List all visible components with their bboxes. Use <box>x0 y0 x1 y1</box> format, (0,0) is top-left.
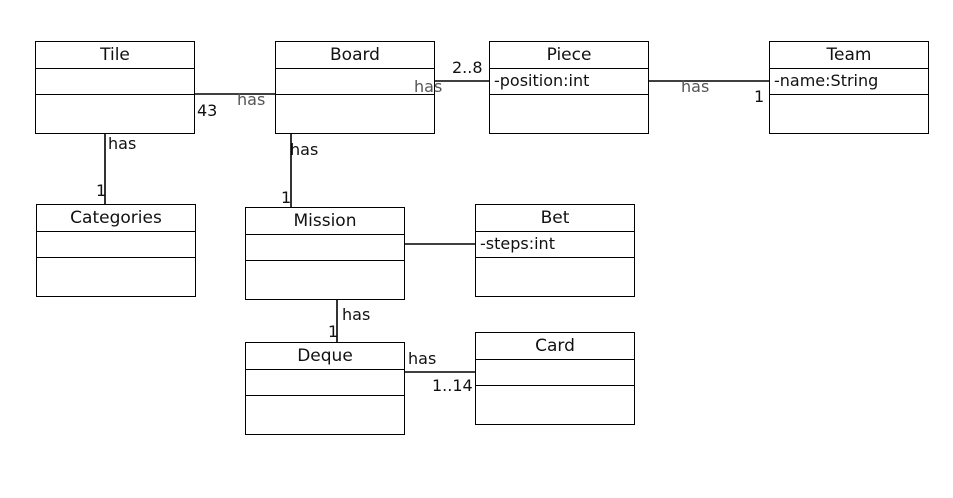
multiplicity-piece-team: 1 <box>754 87 765 106</box>
class-mission: Mission <box>245 207 405 300</box>
multiplicity-board-mission: 1 <box>281 188 292 207</box>
class-name: Deque <box>246 343 404 370</box>
multiplicity-board-piece: 2..8 <box>452 58 483 77</box>
label-deque-card: has <box>408 349 437 368</box>
label-mission-deque: has <box>342 305 371 324</box>
class-name: Tile <box>36 42 194 69</box>
label-board-piece: has <box>414 77 443 96</box>
class-attributes <box>476 360 634 386</box>
class-deque: Deque <box>245 342 405 435</box>
class-attributes: -name:String <box>770 69 928 95</box>
class-bet: Bet -steps:int <box>475 204 635 297</box>
class-name: Mission <box>246 208 404 235</box>
class-name: Board <box>276 42 434 69</box>
class-name: Bet <box>476 205 634 232</box>
class-attributes <box>37 232 195 258</box>
class-attributes: -position:int <box>490 69 648 95</box>
class-attributes <box>246 235 404 261</box>
class-name: Card <box>476 333 634 360</box>
class-piece: Piece -position:int <box>489 41 649 134</box>
label-board-mission: has <box>290 140 319 159</box>
class-categories: Categories <box>36 204 196 297</box>
multiplicity-mission-deque: 1 <box>328 322 339 341</box>
class-attributes <box>276 69 434 95</box>
class-attributes <box>246 370 404 396</box>
label-piece-team: has <box>681 77 710 96</box>
class-name: Categories <box>37 205 195 232</box>
class-card: Card <box>475 332 635 425</box>
class-attributes: -steps:int <box>476 232 634 258</box>
multiplicity-tile-board: 43 <box>197 101 218 120</box>
class-name: Team <box>770 42 928 69</box>
multiplicity-tile-categories: 1 <box>96 181 107 200</box>
class-team: Team -name:String <box>769 41 929 134</box>
label-tile-categories: has <box>108 134 137 153</box>
class-attributes <box>36 69 194 95</box>
class-name: Piece <box>490 42 648 69</box>
label-tile-board: has <box>237 90 266 109</box>
multiplicity-deque-card: 1..14 <box>432 376 473 395</box>
class-tile: Tile <box>35 41 195 134</box>
class-board: Board <box>275 41 435 134</box>
